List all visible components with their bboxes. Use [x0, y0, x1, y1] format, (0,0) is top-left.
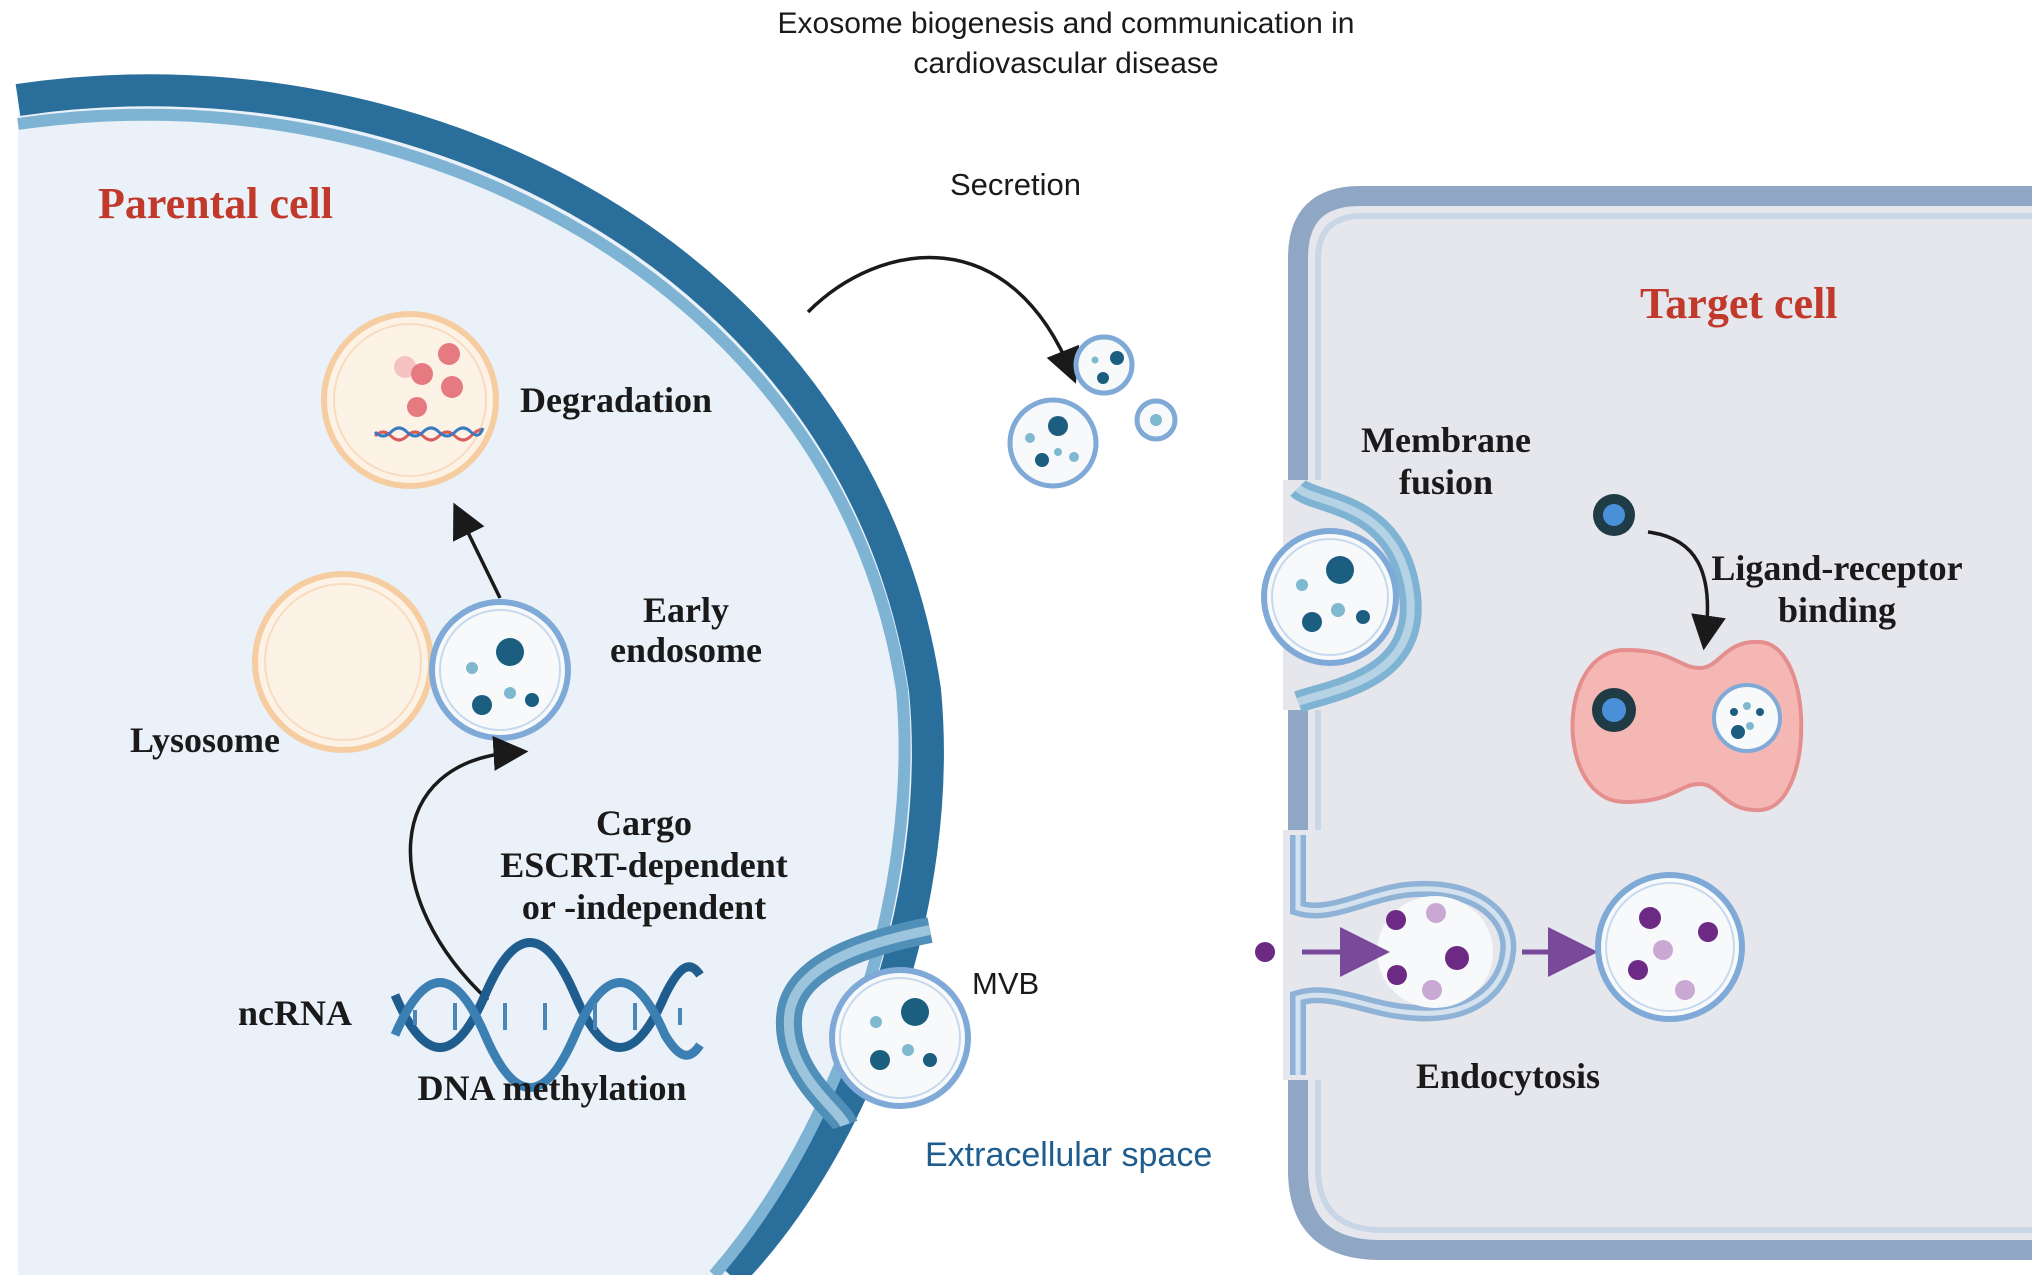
mvb-membrane-budding — [775, 917, 933, 1132]
dna-methylation-label: DNA methylation — [418, 1068, 687, 1108]
title-line-1: Exosome biogenesis and communication in — [778, 7, 1355, 40]
mvb-label: MVB — [972, 966, 1039, 1001]
early-endosome-label-2: endosome — [610, 630, 762, 670]
ligand-receptor-label-2: binding — [1778, 590, 1896, 630]
endocytic-vesicle — [1595, 872, 1745, 1022]
cargo-particle — [496, 638, 524, 666]
cargo-label-2: ESCRT-dependent — [500, 845, 788, 885]
lysosome — [252, 571, 434, 753]
degraded-cargo — [438, 343, 460, 365]
cargo-label-3: or -independent — [522, 887, 766, 927]
fusing-exosome — [1261, 528, 1399, 666]
title-line-2: cardiovascular disease — [913, 47, 1218, 80]
degraded-cargo — [411, 363, 433, 385]
cargo-particle — [870, 1016, 882, 1028]
ligand-icon — [1593, 494, 1635, 536]
cargo-particle — [902, 1044, 914, 1056]
cargo-particle — [870, 1050, 890, 1070]
membrane-fusion-label-2: fusion — [1399, 462, 1493, 502]
cargo-particle — [504, 687, 516, 699]
cargo-particle — [472, 695, 492, 715]
arrow-to-degradation — [453, 502, 502, 599]
degradation-label: Degradation — [520, 380, 712, 420]
cargo-particle — [923, 1053, 937, 1067]
exosome — [1134, 398, 1178, 442]
cargo-label-1: Cargo — [596, 803, 692, 843]
degraded-cargo — [407, 397, 427, 417]
secretion-label: Secretion — [950, 167, 1081, 202]
endocytosis-label: Endocytosis — [1416, 1056, 1600, 1096]
exosome — [1007, 397, 1099, 489]
membrane-fusion-label-1: Membrane — [1361, 420, 1531, 460]
receptor-cell — [1570, 639, 1804, 813]
ncrna-label: ncRNA — [238, 993, 352, 1033]
arrow-to-early-endosome — [408, 735, 529, 1002]
secretion-arrow — [806, 255, 1080, 384]
ligand-binding-arrow — [1647, 530, 1726, 651]
degraded-cargo — [441, 376, 463, 398]
extracellular-space-label: Extracellular space — [925, 1136, 1212, 1174]
cargo-particle — [901, 998, 929, 1026]
dna-helix-icon — [390, 938, 704, 1092]
mvb — [829, 967, 971, 1109]
endocytosis-invagination — [1283, 830, 1517, 1080]
extracellular-particle — [1255, 942, 1275, 962]
parental-cell-label: Parental cell — [98, 179, 333, 228]
degraded-cargo — [394, 356, 416, 378]
degraded-rna — [373, 428, 484, 442]
cargo-particle — [525, 693, 539, 707]
target-cell-label: Target cell — [1640, 279, 1838, 328]
degraded-rna — [373, 426, 485, 438]
early-endosome-label-1: Early — [643, 590, 729, 630]
cargo-particle — [466, 662, 478, 674]
ligand-receptor-label-1: Ligand-receptor — [1711, 548, 1962, 588]
lysosome-label: Lysosome — [130, 720, 280, 760]
early-endosome — [429, 599, 571, 741]
degradation-vesicle — [321, 311, 499, 489]
exosome — [1073, 334, 1135, 396]
